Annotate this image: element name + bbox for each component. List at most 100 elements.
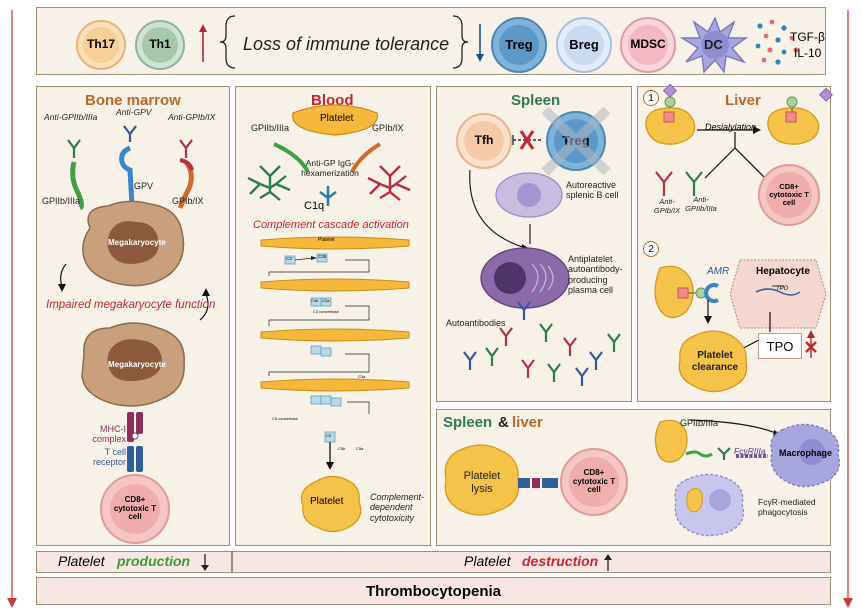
liver-anti-gpiib: Anti-GPIIb/IIIa bbox=[685, 195, 717, 213]
macrophage-label: Macrophage bbox=[779, 448, 833, 458]
autoantibodies-icons bbox=[463, 301, 621, 386]
sl-gpiib-label: GPIIb/IIIa bbox=[680, 418, 719, 428]
liver-platelet-1 bbox=[645, 83, 696, 145]
th17-cell: Th17 bbox=[76, 20, 126, 70]
c3-convertase-label: C3 convertase bbox=[313, 309, 339, 314]
c3-label: C3 bbox=[286, 256, 292, 261]
blood-platelet-label: Platelet bbox=[320, 113, 354, 124]
mdsc-label: MDSC bbox=[628, 25, 668, 65]
spleen-liver-amp: & bbox=[498, 414, 509, 431]
bm-antibodies bbox=[67, 125, 194, 211]
impaired-arrows bbox=[58, 263, 210, 321]
c5a-label: C5a bbox=[356, 446, 364, 451]
destruction-text-b: destruction bbox=[522, 553, 599, 569]
spleen-liver-title-b: liver bbox=[512, 414, 543, 431]
c2a-label: C2a bbox=[322, 298, 330, 303]
anti-gpv-label: Anti-GPV bbox=[116, 107, 152, 117]
spleen-liver-title-a: Spleen bbox=[443, 414, 493, 431]
impaired-function-text: Impaired megakaryocyte function bbox=[46, 299, 216, 311]
tgf-beta-label: TGF-β bbox=[790, 30, 825, 44]
gpiib-label: GPIIb/IIIa bbox=[42, 196, 81, 206]
c3a-label: C3a bbox=[358, 374, 366, 379]
anti-gpiib-label: Anti-GPIIb/IIIa bbox=[44, 112, 98, 122]
fcgr-binding bbox=[685, 419, 782, 460]
autoreactive-b-cell bbox=[495, 172, 563, 218]
lysis-receptors bbox=[518, 478, 558, 488]
brace-right bbox=[452, 15, 469, 69]
autoreactive-label: Autoreactive splenic B cell bbox=[566, 180, 619, 201]
phago-macrophage bbox=[674, 473, 745, 537]
phago-label: FcγR-mediated phagocytosis bbox=[758, 497, 816, 517]
final-platelet bbox=[300, 475, 362, 533]
fcgr-label: FcγRIIIa bbox=[734, 446, 766, 456]
c4b-label: C4b bbox=[311, 298, 319, 303]
tcr-label: T cell receptor bbox=[92, 447, 126, 468]
megakaryocyte-2 bbox=[81, 322, 185, 407]
liver-platelet-2 bbox=[767, 87, 834, 145]
th17-label: Th17 bbox=[83, 27, 119, 63]
amr-receptor bbox=[677, 283, 719, 303]
treg-cell: Treg bbox=[491, 17, 547, 73]
tpo-decrease-icon bbox=[805, 330, 817, 358]
inhibition-cross bbox=[512, 130, 541, 150]
mdsc-cell: MDSC bbox=[620, 17, 676, 73]
thrombocytopenia-text: Thrombocytopenia bbox=[365, 583, 501, 600]
complement-cascade bbox=[260, 236, 410, 470]
megakaryocyte-label-2: Megakaryocyte bbox=[108, 360, 166, 369]
liver-anti-gpib: Anti-GPIb/IX bbox=[653, 197, 681, 215]
liver-title: Liver bbox=[725, 92, 761, 109]
plasma-label: Antiplatelet autoantibody-producing plas… bbox=[568, 254, 623, 296]
loss-tolerance-text: Loss of immune tolerance bbox=[243, 34, 450, 54]
treg-cross-icon bbox=[541, 106, 611, 176]
bone-marrow-title: Bone marrow bbox=[85, 92, 181, 109]
amr-label: AMR bbox=[707, 266, 730, 277]
megakaryocyte-label-1: Megakaryocyte bbox=[108, 238, 166, 247]
gpv-label: GPV bbox=[134, 181, 154, 191]
anti-gpib-label: Anti-GPIb/IX bbox=[168, 112, 216, 122]
mhc-tcr-complex bbox=[127, 412, 143, 472]
platelet-label-small: Platelet bbox=[318, 237, 335, 243]
production-bar bbox=[36, 551, 232, 573]
blood-gpib-label: GPIb/IX bbox=[372, 123, 404, 133]
destruction-text-a: Platelet bbox=[464, 553, 511, 569]
tfh-cell: Tfh bbox=[456, 113, 512, 169]
cd8-t-cell-sl: CD8+ cytotoxic T cell bbox=[560, 448, 628, 516]
tfh-label: Tfh bbox=[464, 121, 504, 161]
cd8-label-bm: CD8+ cytotoxic T cell bbox=[110, 484, 160, 534]
hepatocyte-icon bbox=[729, 259, 827, 329]
cascade-text: Complement cascade activation bbox=[253, 219, 409, 231]
liver-antibodies bbox=[655, 171, 703, 196]
c5-convertase-label: C5 convertase bbox=[272, 416, 298, 421]
desialylation-arrow bbox=[697, 126, 766, 179]
production-down-icon bbox=[201, 554, 209, 571]
step1-badge: 1 bbox=[643, 90, 659, 106]
cd8-label-sl: CD8+ cytotoxic T cell bbox=[569, 457, 619, 507]
th1-label: Th1 bbox=[142, 27, 178, 63]
desialylation-label: Desialylation bbox=[705, 122, 757, 132]
cd8-t-cell-bm: CD8+ cytotoxic T cell bbox=[100, 474, 170, 544]
breg-label: Breg bbox=[564, 25, 604, 65]
megakaryocyte-1 bbox=[82, 200, 185, 287]
spleen-title: Spleen bbox=[511, 92, 561, 109]
mhc-label: MHC-I complex bbox=[92, 424, 126, 445]
platelet-clearance-blob bbox=[678, 330, 748, 393]
c5-label: C5 bbox=[326, 433, 332, 438]
brace-left bbox=[219, 15, 236, 69]
hepatocyte-label: Hepatocyte bbox=[756, 266, 810, 277]
blood-gpiib-label: GPIIb/IIIa bbox=[251, 123, 290, 133]
dc-label: DC bbox=[704, 37, 723, 52]
platelet-lysis-blob bbox=[444, 444, 520, 516]
step2-badge: 2 bbox=[643, 241, 659, 257]
cd8-t-cell-liver: CD8+ cytotoxic T cell bbox=[758, 164, 820, 226]
macrophage-icon bbox=[770, 423, 841, 488]
destruction-bar bbox=[232, 551, 831, 573]
treg-label: Treg bbox=[499, 25, 539, 65]
thrombocytopenia-bar bbox=[36, 577, 831, 605]
liver-platelet-3 bbox=[654, 265, 694, 319]
cd8-label-liver: CD8+ cytotoxic T cell bbox=[766, 172, 812, 218]
destruction-up-icon bbox=[604, 554, 612, 571]
gpib-label: GPIb/IX bbox=[172, 196, 204, 206]
plasma-cell bbox=[480, 247, 570, 309]
down-arrow-icon bbox=[476, 24, 484, 62]
